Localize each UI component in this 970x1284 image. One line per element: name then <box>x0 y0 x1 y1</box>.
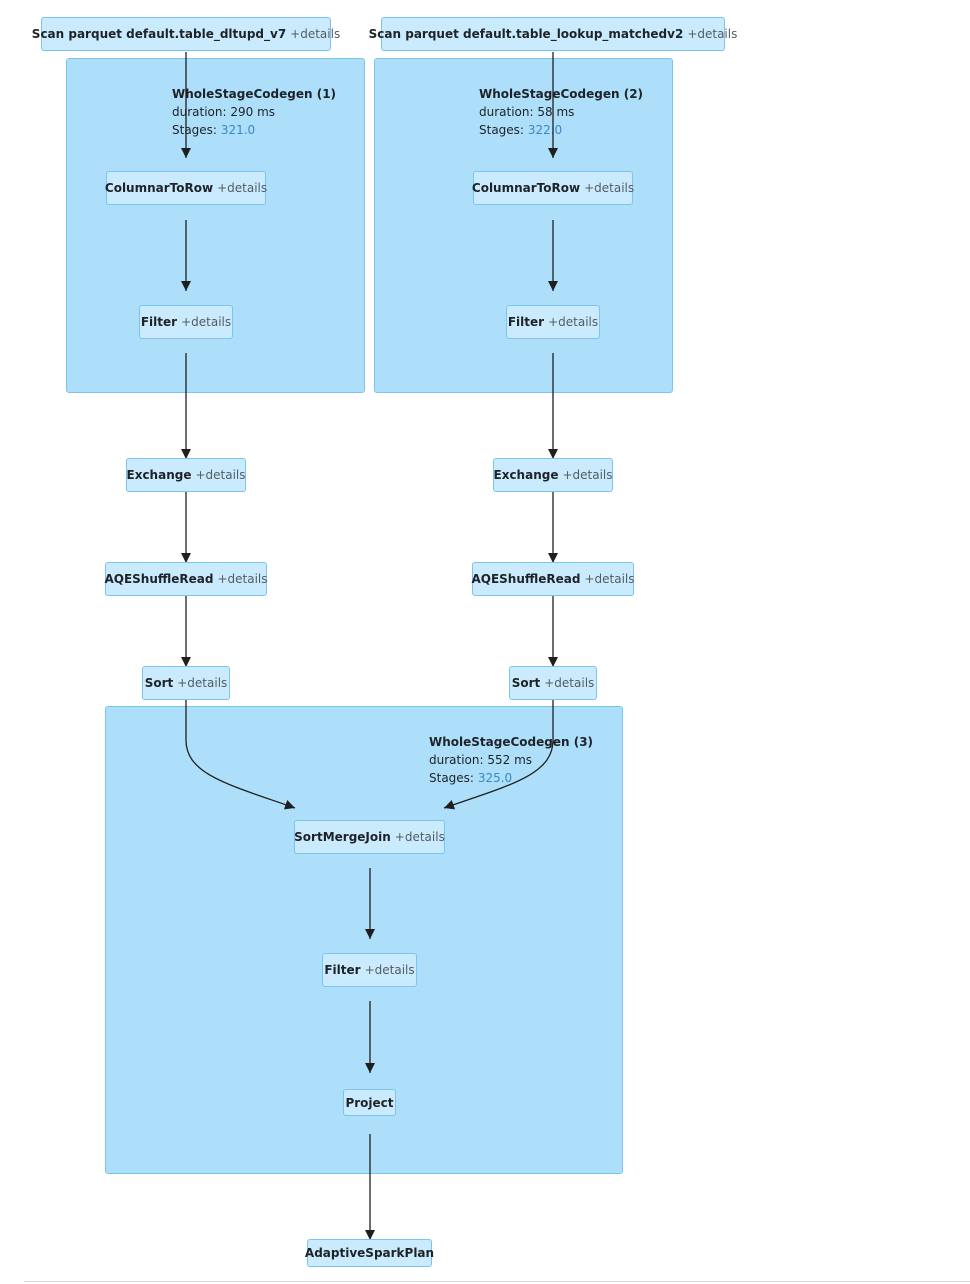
node-columnar-to-row-right[interactable]: ColumnarToRow+details <box>471 171 635 205</box>
node-sort-merge-join[interactable]: SortMergeJoin+details <box>294 820 445 854</box>
node-label: SortMergeJoin <box>294 830 391 844</box>
details-toggle[interactable]: +details <box>548 315 599 329</box>
cluster-3-stages-label: Stages: <box>429 771 474 785</box>
cluster-1-label: WholeStageCodegen (1) duration: 290 ms S… <box>172 85 336 139</box>
details-toggle[interactable]: +details <box>544 676 595 690</box>
cluster-1-stage-link[interactable]: 321.0 <box>220 123 256 137</box>
node-label: ColumnarToRow <box>471 181 581 195</box>
details-toggle[interactable]: +details <box>217 572 268 586</box>
edge-sort-left-to-smj <box>185 700 296 810</box>
details-toggle[interactable]: +details <box>687 27 738 41</box>
cluster-1-duration: duration: 290 ms <box>172 105 276 119</box>
details-toggle[interactable]: +details <box>195 468 246 482</box>
cluster-3-label: WholeStageCodegen (3) duration: 552 ms S… <box>429 733 593 787</box>
node-label: ColumnarToRow <box>104 181 214 195</box>
details-toggle[interactable]: +details <box>177 676 228 690</box>
details-toggle[interactable]: +details <box>584 181 635 195</box>
node-sort-left[interactable]: Sort+details <box>142 666 230 700</box>
cluster-2-duration: duration: 58 ms <box>479 105 575 119</box>
cluster-2-title: WholeStageCodegen (2) <box>479 87 644 101</box>
node-label: Exchange <box>126 468 192 482</box>
node-label: Filter <box>507 315 545 329</box>
node-columnar-to-row-left[interactable]: ColumnarToRow+details <box>104 171 268 205</box>
node-filter-join[interactable]: Filter+details <box>322 953 417 987</box>
cluster-1-title: WholeStageCodegen (1) <box>172 87 337 101</box>
details-toggle[interactable]: +details <box>290 27 341 41</box>
cluster-1-stages-label: Stages: <box>172 123 217 137</box>
node-exchange-left[interactable]: Exchange+details <box>126 458 246 492</box>
details-toggle[interactable]: +details <box>394 830 445 844</box>
node-label: AQEShuffleRead <box>104 572 214 586</box>
node-label: Exchange <box>493 468 559 482</box>
node-label: Scan parquet default.table_lookup_matche… <box>368 27 684 41</box>
node-label: Sort <box>144 676 174 690</box>
node-aqe-shuffle-read-right[interactable]: AQEShuffleRead+details <box>471 562 635 596</box>
node-scan-parquet-left[interactable]: Scan parquet default.table_dltupd_v7+det… <box>32 17 340 51</box>
node-label: AdaptiveSparkPlan <box>304 1246 435 1260</box>
node-label: Filter <box>140 315 178 329</box>
details-toggle[interactable]: +details <box>364 963 415 977</box>
cluster-3-stage-link[interactable]: 325.0 <box>477 771 513 785</box>
edge-sort-right-to-smj <box>443 700 554 810</box>
node-filter-right[interactable]: Filter+details <box>506 305 600 339</box>
details-toggle[interactable]: +details <box>181 315 232 329</box>
node-aqe-shuffle-read-left[interactable]: AQEShuffleRead+details <box>104 562 268 596</box>
node-scan-parquet-right[interactable]: Scan parquet default.table_lookup_matche… <box>369 17 737 51</box>
node-exchange-right[interactable]: Exchange+details <box>493 458 613 492</box>
node-label: Filter <box>324 963 361 977</box>
node-project[interactable]: Project <box>343 1089 396 1116</box>
cluster-2-stages-label: Stages: <box>479 123 524 137</box>
node-label: Project <box>345 1095 394 1110</box>
details-toggle[interactable]: +details <box>562 468 613 482</box>
node-filter-left[interactable]: Filter+details <box>139 305 233 339</box>
cluster-wholestagecodegen-3 <box>105 706 623 1174</box>
details-toggle[interactable]: +details <box>584 572 635 586</box>
bottom-divider <box>24 1281 970 1282</box>
node-label: Sort <box>511 676 541 690</box>
node-sort-right[interactable]: Sort+details <box>509 666 597 700</box>
details-toggle[interactable]: +details <box>217 181 268 195</box>
cluster-3-duration: duration: 552 ms <box>429 753 533 767</box>
node-label: Scan parquet default.table_dltupd_v7 <box>31 27 287 41</box>
node-label: AQEShuffleRead <box>471 572 581 586</box>
node-adaptive-spark-plan[interactable]: AdaptiveSparkPlan <box>304 1239 435 1267</box>
